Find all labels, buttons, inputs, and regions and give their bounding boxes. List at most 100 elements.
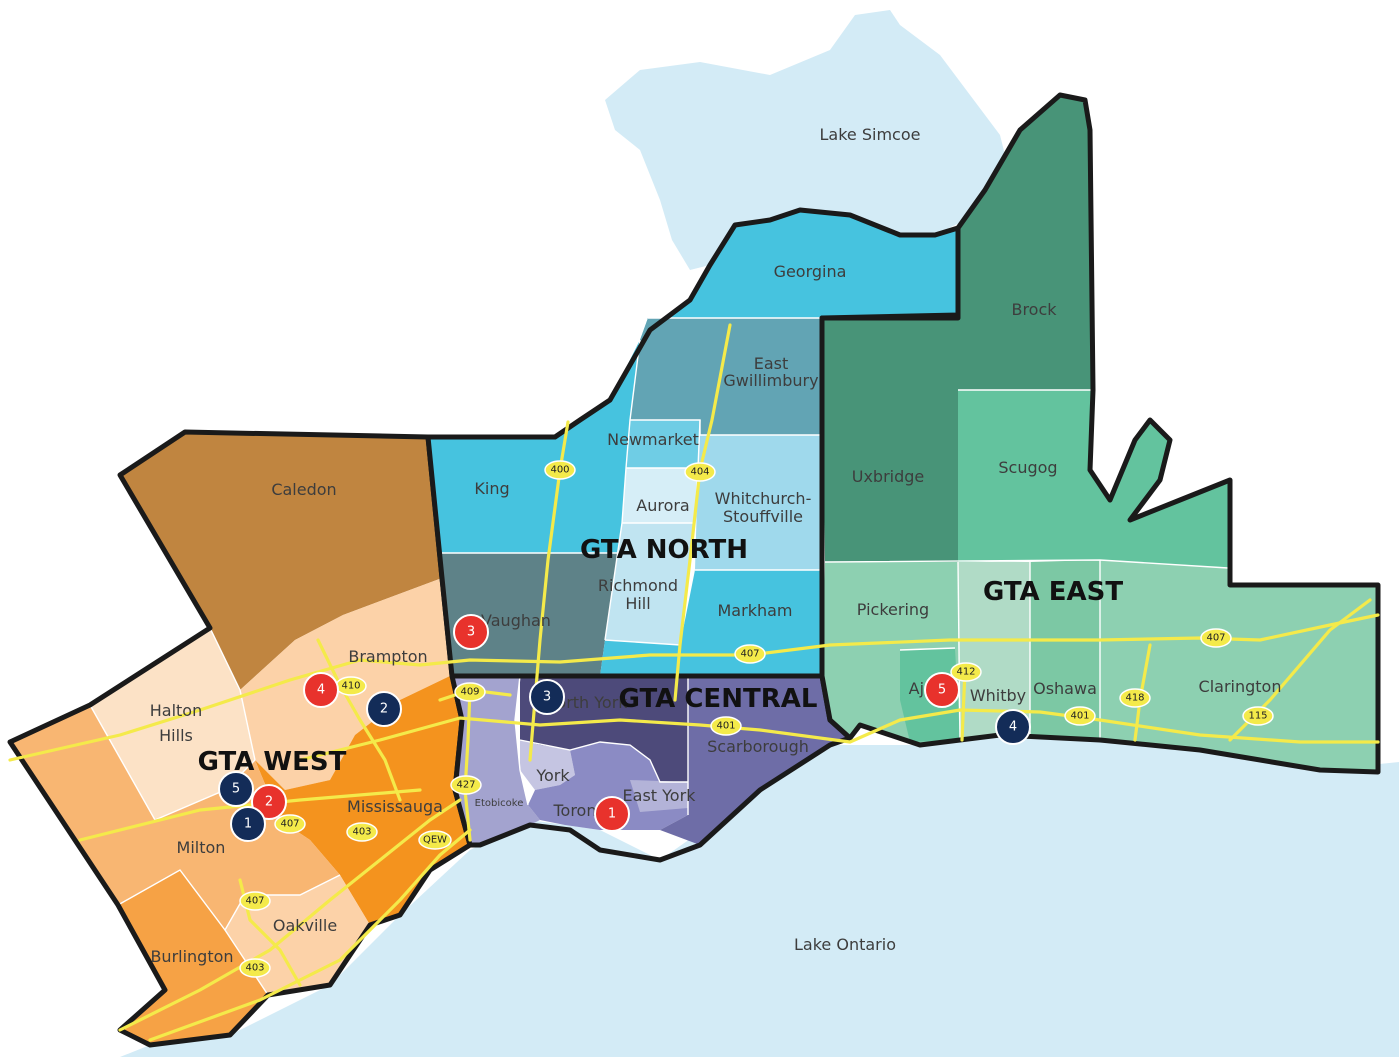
marker-navy-5[interactable]: 5 bbox=[218, 771, 254, 807]
road-qew bbox=[148, 828, 472, 1042]
shield-400: 400 bbox=[544, 460, 576, 480]
east-border bbox=[819, 92, 1381, 775]
region-east-title: GTA EAST bbox=[983, 577, 1123, 607]
svg-text:1: 1 bbox=[244, 817, 252, 832]
label-caledon: Caledon bbox=[271, 480, 336, 499]
svg-text:4: 4 bbox=[317, 683, 325, 698]
marker-navy-1[interactable]: 1 bbox=[230, 806, 266, 842]
area-mississauga[interactable] bbox=[255, 675, 470, 925]
svg-text:3: 3 bbox=[543, 690, 551, 705]
road-427 bbox=[463, 688, 472, 842]
central-inner-borders bbox=[514, 675, 689, 815]
svg-text:403: 403 bbox=[245, 963, 264, 974]
svg-text:401: 401 bbox=[716, 721, 735, 732]
shield-409: 409 bbox=[454, 682, 486, 702]
label-brock: Brock bbox=[1011, 300, 1057, 319]
label-richmond-hill-2: Hill bbox=[625, 594, 650, 613]
label-north-york: North York bbox=[544, 693, 628, 712]
svg-text:409: 409 bbox=[460, 687, 479, 698]
svg-text:407: 407 bbox=[280, 819, 299, 830]
svg-text:407: 407 bbox=[740, 649, 759, 660]
label-milton: Milton bbox=[177, 838, 226, 857]
marker-red-1[interactable]: 1 bbox=[594, 796, 630, 832]
svg-text:404: 404 bbox=[690, 467, 709, 478]
area-vaughan[interactable] bbox=[440, 553, 620, 676]
area-uxbridge[interactable] bbox=[822, 318, 958, 562]
area-markham[interactable] bbox=[600, 570, 822, 676]
label-georgina: Georgina bbox=[774, 262, 847, 281]
markers-navy: 1 2 3 4 5 bbox=[218, 679, 1031, 842]
region-west-title: GTA WEST bbox=[198, 747, 347, 777]
area-newmarket[interactable] bbox=[626, 420, 700, 468]
svg-text:407: 407 bbox=[1206, 633, 1225, 644]
area-scarborough[interactable] bbox=[660, 676, 850, 845]
area-brock[interactable] bbox=[958, 95, 1093, 390]
svg-text:400: 400 bbox=[550, 465, 569, 476]
area-halton-hills[interactable] bbox=[90, 628, 255, 820]
svg-text:5: 5 bbox=[232, 782, 240, 797]
shield-403-south: 403 bbox=[239, 958, 271, 978]
svg-text:1: 1 bbox=[608, 807, 616, 822]
area-clarington[interactable] bbox=[1100, 560, 1378, 772]
label-halton-hills-2: Hills bbox=[159, 726, 193, 745]
shield-404: 404 bbox=[684, 462, 716, 482]
label-scarborough: Scarborough bbox=[707, 737, 809, 756]
area-caledon[interactable] bbox=[120, 432, 442, 690]
area-georgina[interactable] bbox=[610, 210, 958, 400]
svg-text:QEW: QEW bbox=[423, 835, 447, 846]
marker-red-2[interactable]: 2 bbox=[251, 784, 287, 820]
label-scugog: Scugog bbox=[998, 458, 1057, 477]
label-oshawa: Oshawa bbox=[1033, 679, 1097, 698]
area-whitby[interactable] bbox=[958, 562, 1030, 740]
svg-text:115: 115 bbox=[1248, 711, 1267, 722]
lake-simcoe-label: Lake Simcoe bbox=[820, 125, 921, 144]
area-whitchurch[interactable] bbox=[695, 435, 822, 570]
area-east-gwillimbury[interactable] bbox=[630, 318, 822, 435]
marker-navy-3[interactable]: 3 bbox=[529, 679, 565, 715]
shield-407-east: 407 bbox=[1200, 628, 1232, 648]
area-east-york[interactable] bbox=[630, 780, 688, 812]
label-east-gwillimbury-2: Gwillimbury bbox=[723, 371, 818, 390]
label-burlington: Burlington bbox=[150, 947, 233, 966]
markers-red: 1 2 3 4 5 bbox=[251, 614, 960, 832]
svg-text:407: 407 bbox=[245, 896, 264, 907]
road-401 bbox=[298, 708, 1380, 762]
marker-navy-2[interactable]: 2 bbox=[366, 691, 402, 727]
area-king[interactable] bbox=[428, 340, 640, 553]
lake-ontario-label: Lake Ontario bbox=[794, 935, 896, 954]
label-pickering: Pickering bbox=[857, 600, 929, 619]
shield-401-east: 401 bbox=[1064, 706, 1096, 726]
area-oshawa[interactable] bbox=[1030, 560, 1100, 740]
lake-simcoe bbox=[605, 10, 1010, 270]
shield-427: 427 bbox=[450, 775, 482, 795]
area-aurora[interactable] bbox=[622, 468, 698, 523]
shield-407-halton: 407 bbox=[239, 891, 271, 911]
marker-red-3[interactable]: 3 bbox=[453, 614, 489, 650]
label-brampton: Brampton bbox=[348, 647, 427, 666]
road-410 bbox=[316, 638, 402, 802]
shield-410: 410 bbox=[335, 676, 367, 696]
lake-ontario bbox=[120, 735, 1399, 1057]
label-markham: Markham bbox=[718, 601, 793, 620]
water-bodies bbox=[120, 10, 1399, 1057]
svg-text:403: 403 bbox=[352, 827, 371, 838]
area-york[interactable] bbox=[520, 740, 575, 790]
shield-115: 115 bbox=[1242, 706, 1274, 726]
marker-red-5[interactable]: 5 bbox=[924, 672, 960, 708]
highway-shields: 400 404 407 409 410 401 427 407 403 QEW … bbox=[239, 460, 1274, 978]
label-whitchurch-1: Whitchurch- bbox=[715, 489, 812, 508]
svg-text:4: 4 bbox=[1009, 720, 1017, 735]
label-whitby: Whitby bbox=[970, 686, 1026, 705]
label-clarington: Clarington bbox=[1199, 677, 1282, 696]
area-richmond-hill[interactable] bbox=[605, 523, 695, 645]
shield-407-north: 407 bbox=[734, 644, 766, 664]
label-oakville: Oakville bbox=[273, 916, 337, 935]
marker-navy-4[interactable]: 4 bbox=[995, 709, 1031, 745]
label-mississauga: Mississauga bbox=[347, 797, 443, 816]
road-misc-west bbox=[78, 788, 422, 842]
marker-red-4[interactable]: 4 bbox=[303, 672, 339, 708]
svg-text:427: 427 bbox=[456, 780, 475, 791]
label-aurora: Aurora bbox=[636, 496, 689, 515]
gta-east bbox=[819, 92, 1381, 775]
svg-text:410: 410 bbox=[341, 681, 360, 692]
